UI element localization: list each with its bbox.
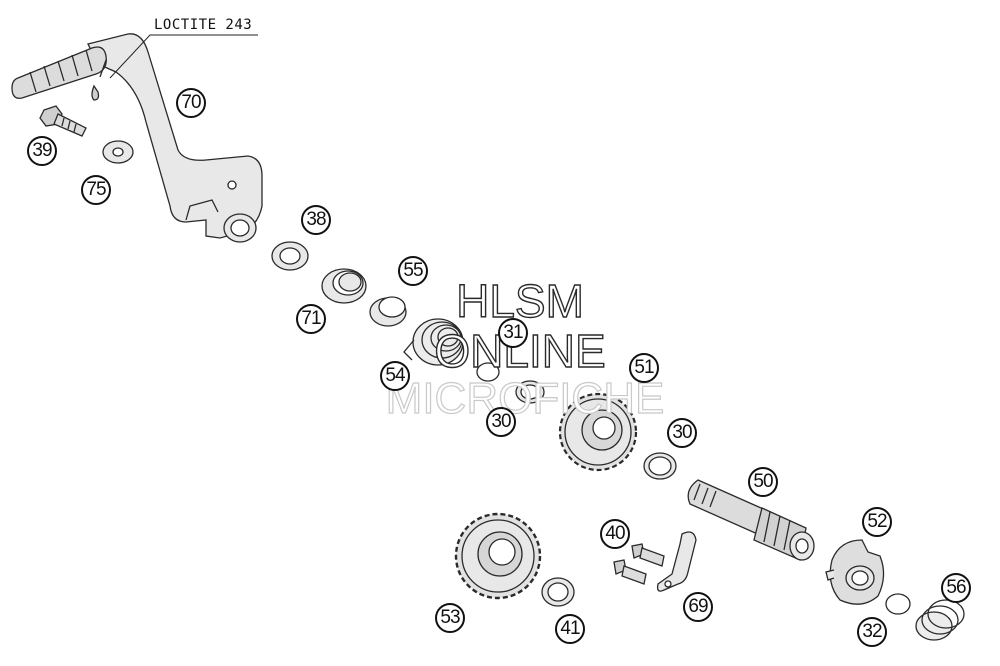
washer-30b-part: [643, 452, 677, 480]
loctite-leader-line: [109, 34, 258, 79]
washer-41-part: [541, 577, 575, 607]
callout-69[interactable]: 69: [683, 592, 713, 622]
callout-40[interactable]: 40: [600, 519, 630, 549]
callout-54[interactable]: 54: [380, 361, 410, 391]
bolt-39-part: [39, 105, 87, 137]
callout-52[interactable]: 52: [862, 507, 892, 537]
callout-41[interactable]: 41: [555, 614, 585, 644]
idler-gear-53-part: [454, 512, 542, 600]
bolts-40-part: [613, 543, 665, 585]
callout-31[interactable]: 31: [498, 318, 528, 348]
callout-32[interactable]: 32: [857, 617, 887, 647]
callout-53[interactable]: 53: [435, 603, 465, 633]
washer-75-part: [102, 140, 134, 164]
kickstarter-shaft-50-part: [687, 479, 815, 561]
kickstarter-gear-51-part: [558, 392, 638, 472]
callout-56[interactable]: 56: [941, 573, 971, 603]
seal-38-part: [271, 241, 309, 271]
loctite-note: LOCTITE 243: [154, 17, 253, 33]
ratchet-52-part: [825, 539, 885, 605]
callout-39[interactable]: 39: [27, 136, 57, 166]
circlip-32-part: [885, 593, 911, 615]
guide-plate-69-part: [656, 531, 697, 592]
kickstarter-spring-54-part: [403, 318, 464, 366]
watermark-line3: MICROFICHE: [385, 373, 665, 423]
circlip-31-part: [476, 362, 500, 382]
callout-30-lower[interactable]: 30: [667, 418, 697, 448]
callout-50[interactable]: 50: [748, 467, 778, 497]
spacer-55-part: [369, 296, 407, 327]
callout-75[interactable]: 75: [81, 175, 111, 205]
callout-70[interactable]: 70: [176, 88, 206, 118]
callout-51[interactable]: 51: [629, 353, 659, 383]
callout-38[interactable]: 38: [301, 205, 331, 235]
bushing-71-part: [321, 268, 367, 304]
lever-grip-part: [11, 46, 107, 99]
callout-71[interactable]: 71: [296, 304, 326, 334]
callout-30-upper[interactable]: 30: [486, 407, 516, 437]
spring-56-part: [915, 599, 965, 641]
washer-30a-part: [515, 380, 545, 404]
callout-55[interactable]: 55: [398, 256, 428, 286]
loctite-drop-mark: [91, 84, 100, 101]
kickstarter-lever-part: [87, 33, 263, 243]
